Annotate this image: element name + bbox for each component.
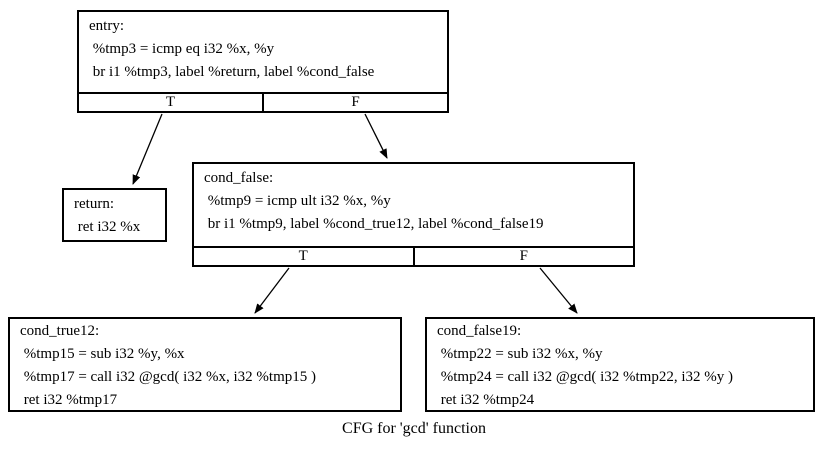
edge-cond_false-true-to-cond_true12: [254, 267, 290, 314]
instruction-line: %tmp17 = call i32 @gcd( i32 %x, i32 %tmp…: [20, 369, 316, 385]
instruction-line: ret i32 %tmp17: [20, 392, 118, 408]
basic-block-label: cond_true12:: [20, 323, 100, 339]
cond_false-false-port: F: [519, 248, 528, 264]
basic-block-label: entry:: [89, 18, 124, 34]
basic-block-label: cond_false19:: [437, 323, 522, 339]
node-cond_false: cond_false: %tmp9 = icmp ult i32 %x, %y …: [192, 162, 635, 267]
entry-false-port: F: [351, 94, 360, 110]
basic-block-label: return:: [74, 196, 114, 212]
edge-entry-true-to-return: [132, 113, 163, 185]
graph-caption: CFG for 'gcd' function: [342, 420, 486, 437]
node-return-body: return: ret i32 %x: [64, 190, 165, 240]
node-cond_false-body: cond_false: %tmp9 = icmp ult i32 %x, %y …: [194, 164, 633, 246]
instruction-line: ret i32 %tmp24: [437, 392, 535, 408]
cond_false-true-port: T: [194, 248, 415, 265]
instruction-line: br i1 %tmp3, label %return, label %cond_…: [89, 64, 375, 80]
edge-cond_false-false-to-cond_false19: [539, 267, 578, 314]
node-return: return: ret i32 %x: [62, 188, 167, 242]
instruction-line: ret i32 %x: [74, 219, 141, 235]
instruction-line: %tmp15 = sub i32 %y, %x: [20, 346, 185, 362]
instruction-line: %tmp9 = icmp ult i32 %x, %y: [204, 193, 391, 209]
node-entry-branch-row: T F: [79, 92, 447, 111]
node-entry-body: entry: %tmp3 = icmp eq i32 %x, %y br i1 …: [79, 12, 447, 92]
node-cond_false19: cond_false19: %tmp22 = sub i32 %x, %y %t…: [425, 317, 815, 412]
node-entry: entry: %tmp3 = icmp eq i32 %x, %y br i1 …: [77, 10, 449, 113]
instruction-line: br i1 %tmp9, label %cond_true12, label %…: [204, 216, 544, 232]
node-cond_true12-body: cond_true12: %tmp15 = sub i32 %y, %x %tm…: [10, 319, 400, 410]
node-cond_false-branch-row: T F: [194, 246, 633, 265]
edge-entry-false-to-cond_false: [364, 113, 388, 159]
node-cond_true12: cond_true12: %tmp15 = sub i32 %y, %x %tm…: [8, 317, 402, 412]
entry-true-port: T: [79, 94, 264, 111]
instruction-line: %tmp24 = call i32 @gcd( i32 %tmp22, i32 …: [437, 369, 733, 385]
instruction-line: %tmp22 = sub i32 %x, %y: [437, 346, 603, 362]
node-cond_false19-body: cond_false19: %tmp22 = sub i32 %x, %y %t…: [427, 319, 813, 410]
instruction-line: %tmp3 = icmp eq i32 %x, %y: [89, 41, 275, 57]
basic-block-label: cond_false:: [204, 170, 274, 186]
